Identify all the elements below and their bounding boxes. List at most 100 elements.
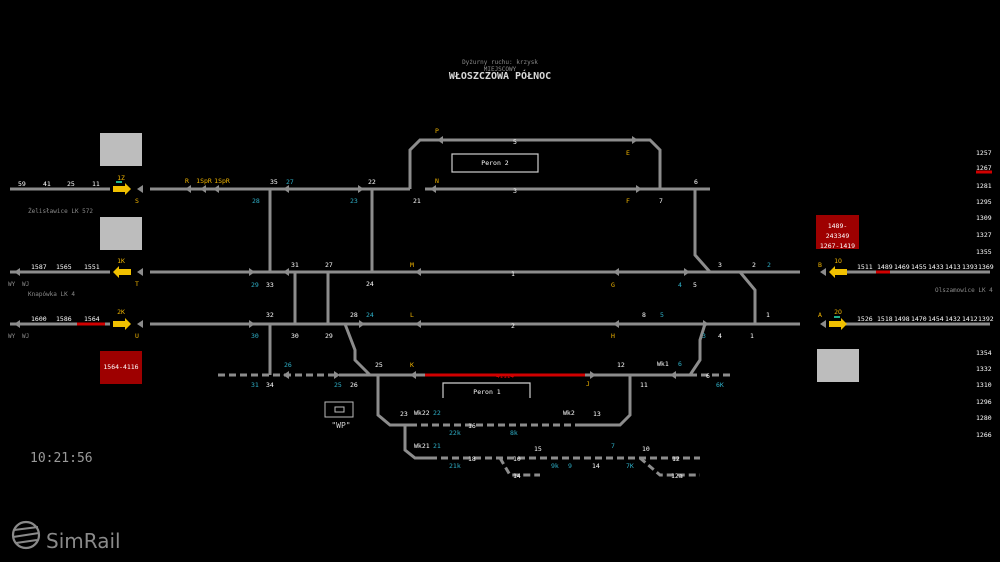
svg-text:G: G: [611, 281, 615, 289]
svg-text:3: 3: [718, 261, 722, 269]
svg-text:S: S: [135, 197, 139, 205]
svg-text:41: 41: [43, 180, 51, 188]
svg-text:25: 25: [375, 361, 383, 369]
svg-text:E: E: [626, 149, 630, 157]
svg-text:26: 26: [350, 381, 358, 389]
svg-text:14: 14: [592, 462, 600, 470]
svg-text:1587: 1587: [31, 263, 47, 271]
svg-text:26: 26: [284, 361, 292, 369]
svg-text:11: 11: [640, 381, 648, 389]
svg-text:8k: 8k: [510, 429, 518, 437]
svg-text:SimRail: SimRail: [46, 529, 121, 553]
svg-text:22: 22: [433, 409, 441, 417]
station-box[interactable]: [100, 133, 142, 166]
svg-text:K: K: [410, 361, 414, 369]
svg-text:21: 21: [433, 442, 441, 450]
svg-text:1433: 1433: [928, 263, 944, 271]
track-label-2: 2: [511, 322, 515, 330]
svg-text:9: 9: [568, 462, 572, 470]
svg-text:WJ: WJ: [22, 281, 29, 288]
svg-text:1332: 1332: [976, 365, 992, 373]
train-info-box[interactable]: 1564-4116: [100, 351, 142, 384]
svg-text:1393: 1393: [962, 263, 978, 271]
svg-text:35: 35: [270, 178, 278, 186]
svg-text:5: 5: [660, 311, 664, 319]
svg-text:6K: 6K: [716, 381, 724, 389]
svg-text:27: 27: [286, 178, 294, 186]
svg-text:1369: 1369: [978, 263, 994, 271]
svg-text:WY: WY: [8, 281, 16, 288]
train-info-box[interactable]: 1489-243349 1267-1419: [816, 215, 859, 250]
svg-text:22k: 22k: [449, 429, 461, 437]
wp-building-icon[interactable]: "WP": [324, 401, 354, 430]
control-mode: MIEJSCOWY: [484, 66, 517, 73]
simrail-logo: SimRail: [11, 520, 121, 553]
svg-text:1309: 1309: [976, 214, 992, 222]
svg-text:2: 2: [767, 261, 771, 269]
svg-text:6: 6: [706, 372, 710, 380]
train-number: 1267-1419: [819, 242, 856, 250]
track-connections: [268, 189, 757, 477]
svg-text:F: F: [626, 197, 630, 205]
svg-text:2K: 2K: [117, 308, 125, 316]
svg-text:1O: 1O: [834, 257, 842, 265]
svg-text:1413: 1413: [945, 263, 961, 271]
svg-text:3: 3: [702, 332, 706, 340]
svg-text:P: P: [435, 127, 439, 135]
svg-text:29: 29: [325, 332, 333, 340]
svg-text:24: 24: [366, 280, 374, 288]
station-box[interactable]: [100, 217, 142, 250]
svg-text:22: 22: [368, 178, 376, 186]
svg-text:1412: 1412: [962, 315, 978, 323]
svg-text:H: H: [611, 332, 615, 340]
svg-text:1310: 1310: [976, 381, 992, 389]
svg-text:N: N: [435, 177, 439, 185]
svg-text:B: B: [818, 261, 822, 269]
svg-text:32: 32: [266, 311, 274, 319]
svg-text:33: 33: [266, 281, 274, 289]
svg-text:1280: 1280: [976, 414, 992, 422]
svg-text:18: 18: [468, 455, 476, 463]
signals[interactable]: [14, 136, 826, 379]
svg-text:1281: 1281: [976, 182, 992, 190]
right-column-numbers: 1257 1267 1281 1295 1309 1327 1355 1354 …: [976, 149, 992, 439]
svg-text:Peron 2: Peron 2: [481, 159, 508, 167]
svg-text:1551: 1551: [84, 263, 100, 271]
svg-text:1432: 1432: [945, 315, 961, 323]
svg-text:1257: 1257: [976, 149, 992, 157]
svg-text:Wk2: Wk2: [563, 409, 575, 417]
svg-text:1564: 1564: [84, 315, 100, 323]
svg-text:1295: 1295: [976, 198, 992, 206]
left-block-labels: 59 41 25 11 1587 1565 1551 1600 1586 156…: [8, 180, 100, 340]
svg-text:1470: 1470: [911, 315, 927, 323]
direction-zelislawice: Żelisławice LK 572: [28, 208, 93, 215]
svg-text:21k: 21k: [449, 462, 461, 470]
svg-text:10: 10: [513, 455, 521, 463]
svg-text:1489: 1489: [877, 263, 893, 271]
train-number: 1489-243349: [825, 222, 850, 240]
switch-numbers: 35 27 22 21 6 7 28 23 31 27 24 29 33 3 2…: [251, 178, 771, 480]
svg-text:25: 25: [334, 381, 342, 389]
dispatcher-name: Dyżurny ruchu: krzysk: [462, 59, 538, 66]
svg-text:1586: 1586: [56, 315, 72, 323]
svg-text:59: 59: [18, 180, 26, 188]
svg-text:Peron 1: Peron 1: [473, 388, 500, 396]
svg-text:U: U: [135, 332, 139, 340]
svg-text:1Z: 1Z: [117, 174, 125, 182]
svg-text:7K: 7K: [626, 462, 634, 470]
svg-text:29: 29: [251, 281, 259, 289]
track-5[interactable]: [408, 138, 662, 189]
svg-text:1: 1: [766, 311, 770, 319]
svg-text:34: 34: [266, 381, 274, 389]
proceed-signals[interactable]: [113, 181, 847, 330]
svg-text:14: 14: [513, 472, 521, 480]
station-box[interactable]: [817, 349, 859, 382]
svg-text:1518: 1518: [877, 315, 893, 323]
train-number-41114[interactable]: 41114: [496, 373, 514, 380]
svg-text:11: 11: [92, 180, 100, 188]
svg-text:5: 5: [693, 281, 697, 289]
svg-text:23: 23: [400, 410, 408, 418]
svg-text:25: 25: [67, 180, 75, 188]
station-title: WŁOSZCZOWA PÓŁNOC: [449, 69, 551, 82]
svg-text:R: R: [185, 177, 189, 185]
